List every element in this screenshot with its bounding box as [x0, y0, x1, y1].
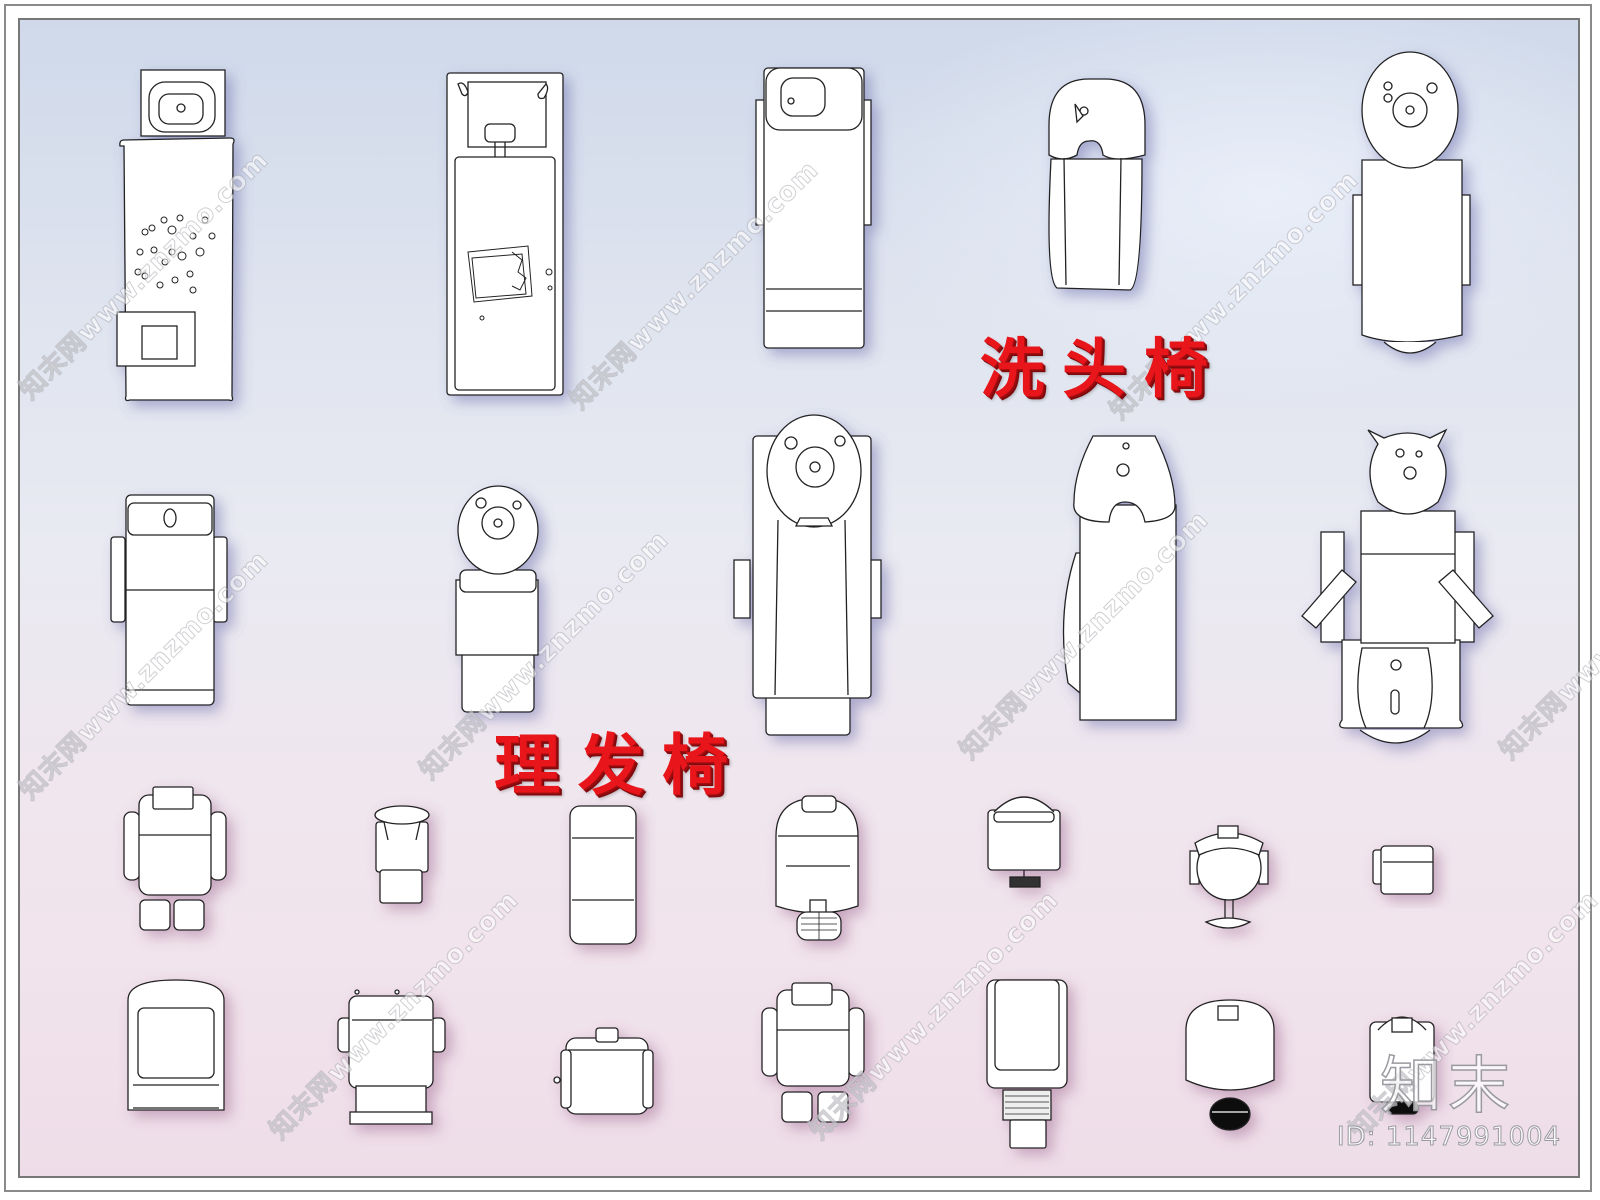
barber-chair-12: [986, 979, 1068, 1149]
barber-chair-5: [987, 796, 1061, 888]
barber-chair-10: [553, 1027, 654, 1115]
shampoo-chair-8: [733, 414, 882, 736]
outer-frame: [4, 4, 1592, 1192]
barber-chair-7: [1372, 845, 1434, 895]
barber-chair-3: [569, 805, 637, 945]
barber-chair-2: [374, 805, 430, 904]
barber-chair-9: [337, 989, 446, 1125]
barber-chair-6: [1189, 825, 1269, 929]
shampoo-chair-2: [446, 72, 564, 396]
barber-chair-4: [775, 795, 859, 941]
shampoo-chair-10: [1301, 428, 1494, 744]
shampoo-chair-4: [1048, 78, 1146, 291]
shampoo-chairs-label: 洗头椅: [980, 332, 1226, 407]
shampoo-chair-1: [116, 69, 235, 402]
shampoo-chair-7: [455, 485, 539, 713]
barber-chair-11: [761, 982, 865, 1123]
shampoo-chair-9: [1062, 435, 1177, 721]
shampoo-chair-5: [1352, 51, 1471, 354]
barber-chair-14: [1369, 1016, 1435, 1115]
petal-pattern: [134, 214, 216, 294]
barber-chair-8: [127, 979, 225, 1111]
barber-chairs-label: 理发椅: [494, 726, 746, 804]
barber-chair-1: [123, 786, 227, 931]
shampoo-chair-3: [755, 67, 872, 349]
barber-chair-13: [1185, 999, 1275, 1131]
shampoo-chair-6: [110, 494, 228, 706]
asset-id: ID: 1147991004: [1336, 1122, 1562, 1153]
brand-watermark: 知末: [1379, 1048, 1517, 1123]
